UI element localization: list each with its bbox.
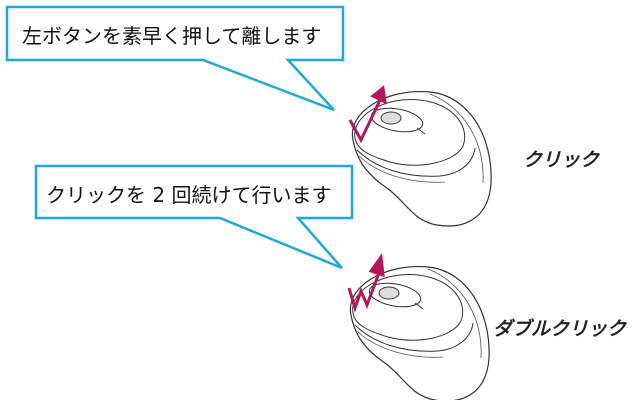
click-arrow-icon: [348, 85, 387, 144]
click-label: クリック: [523, 149, 600, 171]
mouse-illustration-click: [348, 85, 492, 227]
mouse-illustration-double-click: [347, 252, 490, 400]
callout-click-text: 左ボタンを素早く押して離します: [22, 24, 322, 48]
callout-double-click-text: クリックを 2 回続けて行います: [46, 183, 332, 207]
callout-bubble: [5, 5, 345, 112]
callout-double-click: [34, 164, 354, 270]
callout-bubble: [34, 164, 354, 270]
double-click-label: ダブルクリック: [493, 318, 627, 340]
double-click-arrow-icon: [347, 252, 385, 313]
callout-click: [5, 5, 345, 112]
